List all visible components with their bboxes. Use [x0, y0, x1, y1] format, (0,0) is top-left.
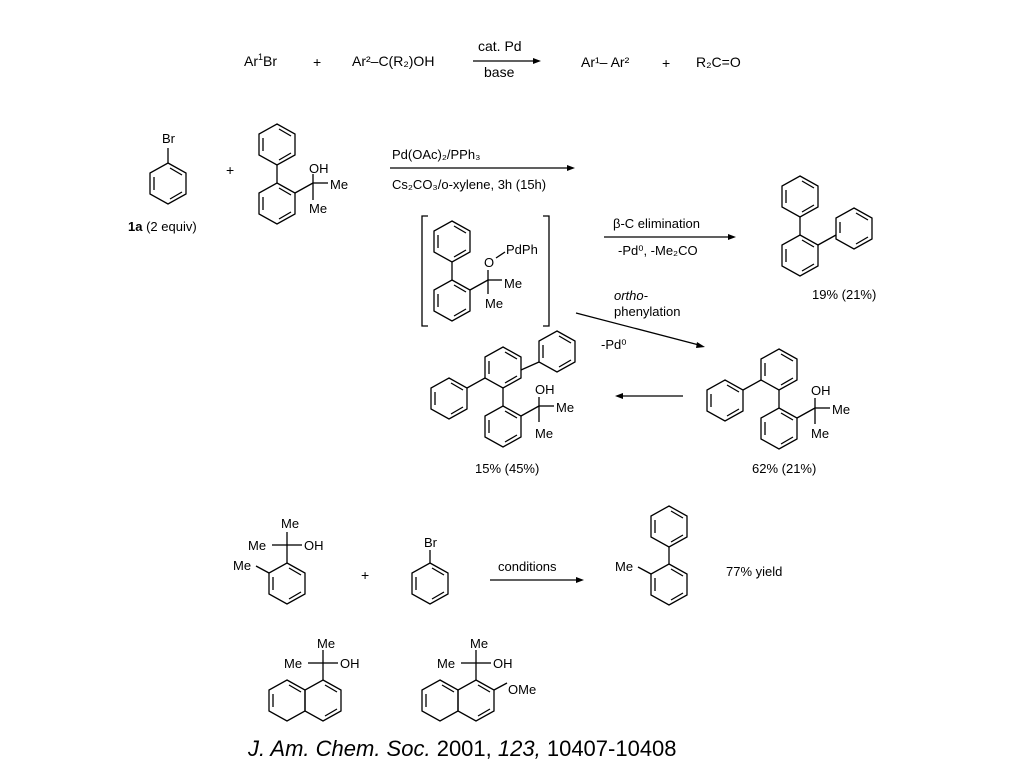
benzene-ring [484, 405, 522, 448]
left-bracket [421, 215, 428, 327]
benzene-ring [258, 182, 296, 225]
plus-sign: + [662, 55, 670, 71]
methylbiphenyl-product-structure: Me [615, 505, 688, 606]
methyl-label: Me [248, 538, 266, 553]
terphenyl-product-structure [781, 175, 873, 277]
benzene-ring [411, 562, 449, 605]
palladium-alkoxide-intermediate: O PdPh Me Me [421, 215, 550, 327]
methyl-label: Me [535, 426, 553, 441]
benzene-ring [650, 505, 688, 548]
arrow-head [567, 165, 575, 171]
benzene-ring [760, 407, 798, 450]
benzene-ring [538, 330, 576, 373]
arrow-head [615, 393, 623, 399]
arrow-head [696, 342, 705, 348]
terphenyl-yield: 19% (21%) [812, 287, 876, 302]
methyl-label: Me [437, 656, 455, 671]
methyl-label: Me [281, 516, 299, 531]
methyl-label: Me [556, 400, 574, 415]
methyl-label: Me [317, 636, 335, 651]
ortho-phenylation-label-2: phenylation [614, 304, 681, 319]
methyl-label: Me [485, 296, 503, 311]
compound-1a-caption: 1a (2 equiv) [128, 219, 197, 234]
mono-phenylated-alcohol-structure: OH Me Me [706, 348, 850, 450]
oxygen-label: O [484, 255, 494, 270]
methoxynaphthyl-carbinol-structure: Me Me OH OMe [421, 636, 536, 722]
reaction-arrow [575, 312, 700, 346]
methyl-label: Me [504, 276, 522, 291]
methyl-label: Me [330, 177, 348, 192]
benzene-ring [149, 162, 187, 205]
tolyl-example-scheme: Me Me OH Me + Br conditions Me 77% yield [233, 505, 782, 606]
benzene-ring [433, 220, 471, 263]
hydroxyl-label: OH [535, 382, 555, 397]
right-bracket [543, 215, 550, 327]
hydroxyl-label: OH [340, 656, 360, 671]
benzene-ring [650, 563, 688, 606]
hydroxyl-label: OH [493, 656, 513, 671]
arrow-head [533, 58, 541, 64]
ortho-phenylation-label-1: ortho- [614, 288, 649, 303]
di-phenylated-yield: 15% (45%) [475, 461, 539, 476]
phenylpalladium-label: PdPh [506, 242, 538, 257]
general-reaction-scheme: Ar1Br + Ar²–C(R₂)OH cat. Pd base Ar¹– Ar… [244, 38, 741, 80]
methyl-label: Me [284, 656, 302, 671]
methyl-label: Me [470, 636, 488, 651]
main-reaction-scheme: Br 1a (2 equiv) + OH Me Me Pd(OAc)₂/PPh₃… [128, 123, 876, 476]
plus-sign: + [226, 162, 234, 178]
aryl-bromide-formula: Ar1Br [244, 52, 277, 69]
conditions-label: conditions [498, 559, 557, 574]
catalyst-label: cat. Pd [478, 38, 522, 54]
methyl-label: Me [233, 558, 251, 573]
benzene-ring [706, 379, 744, 422]
methoxy-label: OMe [508, 682, 536, 697]
journal-citation: J. Am. Chem. Soc. 2001, 123, 10407-10408 [247, 736, 677, 761]
plus-sign: + [361, 567, 369, 583]
elimination-byproducts-label: -Pd⁰, -Me₂CO [618, 243, 698, 258]
di-phenylated-alcohol-structure: OH Me Me [430, 330, 576, 448]
naphthalene-ring [457, 679, 495, 722]
base-label: base [484, 64, 515, 80]
benzene-ring [835, 207, 873, 250]
ketone-byproduct-formula: R₂C=O [696, 54, 741, 70]
aryl-alcohol-formula: Ar²–C(R₂)OH [352, 53, 434, 69]
naphthyl-carbinol-structure: Me Me OH [268, 636, 360, 722]
biaryl-product-formula: Ar¹– Ar² [581, 54, 630, 70]
arrow-head [728, 234, 736, 240]
arrow-head [576, 577, 584, 583]
benzene-ring [258, 123, 296, 166]
base-solvent-label: Cs₂CO₃/o-xylene, 3h (15h) [392, 177, 546, 192]
palladium-loss-label: -Pd⁰ [601, 337, 626, 352]
product-yield: 77% yield [726, 564, 782, 579]
methyl-label: Me [832, 402, 850, 417]
benzene-ring [430, 377, 468, 420]
methyl-label: Me [615, 559, 633, 574]
naphthyl-examples: Me Me OH Me Me OH OMe [268, 636, 536, 722]
naphthalene-ring [421, 679, 459, 722]
bromine-label: Br [162, 131, 176, 146]
benzene-ring [433, 279, 471, 322]
hydroxyl-label: OH [309, 161, 329, 176]
benzene-ring [781, 175, 819, 218]
methyl-label: Me [811, 426, 829, 441]
bromine-label: Br [424, 535, 438, 550]
hydroxyl-label: OH [304, 538, 324, 553]
bromobenzene-1a-structure: Br 1a (2 equiv) [128, 131, 197, 234]
benzene-ring [268, 562, 306, 605]
tolyl-carbinol-structure: Me Me OH Me [233, 516, 324, 605]
plus-sign: + [313, 54, 321, 70]
biphenyl-carbinol-structure: OH Me Me [258, 123, 348, 225]
hydroxyl-label: OH [811, 383, 831, 398]
naphthalene-ring [268, 679, 306, 722]
methyl-label: Me [309, 201, 327, 216]
benzene-ring [781, 234, 819, 277]
benzene-ring [484, 346, 522, 389]
mono-phenylated-yield: 62% (21%) [752, 461, 816, 476]
catalyst-system-label: Pd(OAc)₂/PPh₃ [392, 147, 480, 162]
benzene-ring [760, 348, 798, 391]
naphthalene-ring [304, 679, 342, 722]
beta-carbon-elimination-label: β-C elimination [613, 216, 700, 231]
bromobenzene-structure: Br [411, 535, 449, 605]
